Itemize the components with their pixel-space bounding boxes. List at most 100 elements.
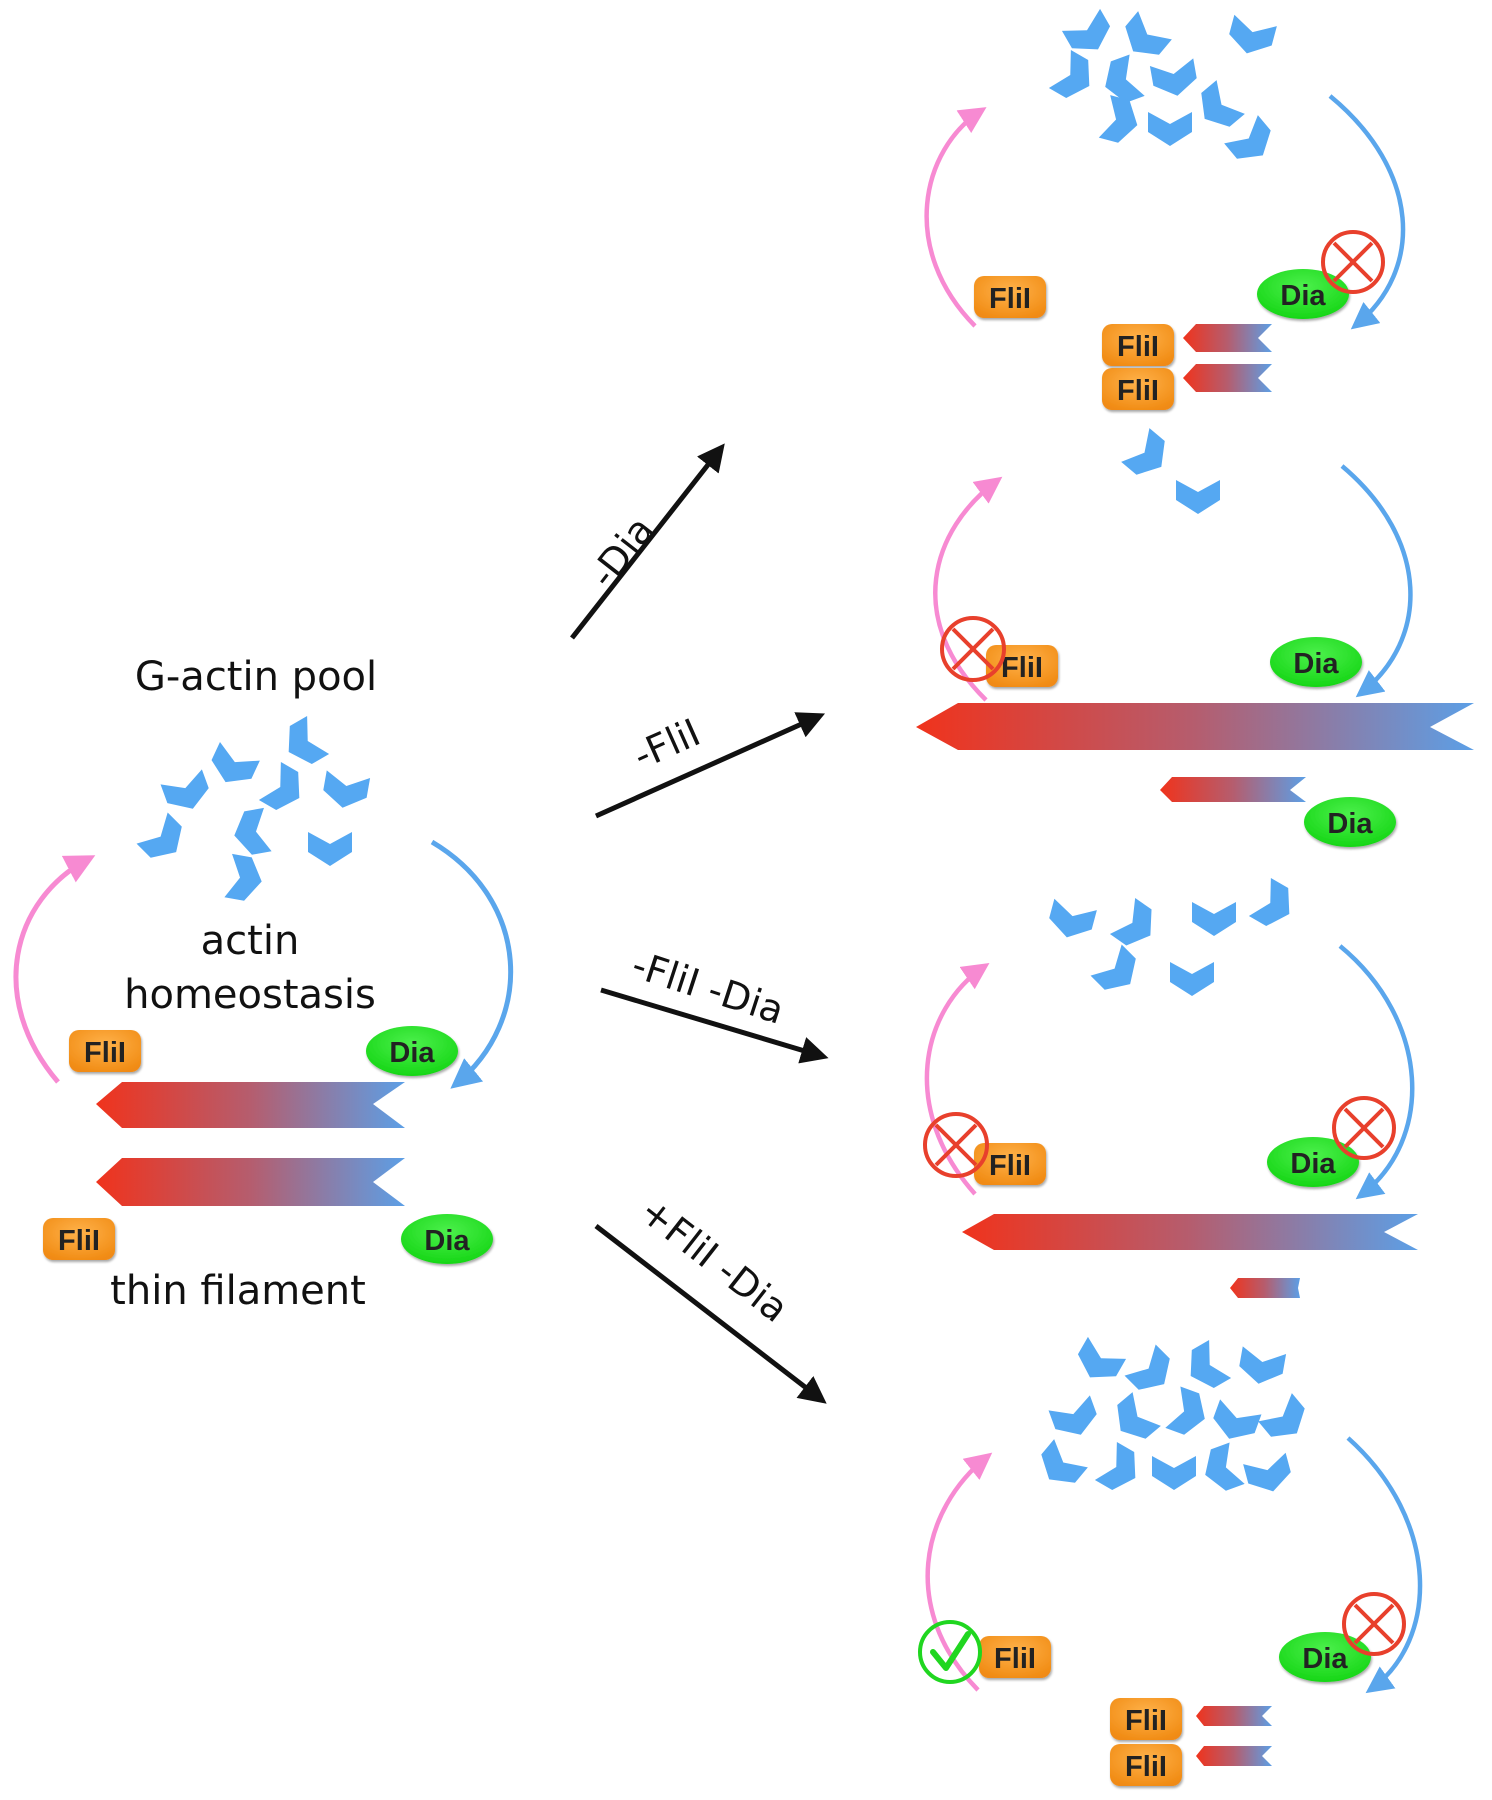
svg-text:FliI: FliI bbox=[84, 1037, 126, 1069]
depolymerization-arrow bbox=[924, 962, 990, 1196]
flii-badge: FliI bbox=[1102, 368, 1174, 410]
actin-monomer bbox=[1152, 1456, 1196, 1490]
actin-monomer bbox=[1070, 1336, 1127, 1389]
polymerization-arrow bbox=[1338, 944, 1415, 1200]
thin-filament bbox=[962, 1214, 1418, 1250]
actin-monomer bbox=[1190, 80, 1245, 136]
thin-filament-label: thin filament bbox=[110, 1268, 366, 1314]
actin-monomer bbox=[224, 853, 266, 904]
actin-monomer bbox=[1098, 95, 1144, 147]
flii-badge: FliI bbox=[974, 1143, 1046, 1185]
transition-arrows: -Dia -FliI -FliI -Dia +FliI -Dia bbox=[570, 443, 829, 1404]
flii-badge: FliI bbox=[979, 1636, 1051, 1678]
panel-2: FliI Dia Dia bbox=[916, 428, 1474, 847]
inhibited-mark bbox=[1332, 1096, 1396, 1160]
transition-label: +FliI -Dia bbox=[632, 1189, 797, 1331]
actin-monomer bbox=[1048, 1395, 1102, 1443]
thin-filament bbox=[1230, 1278, 1300, 1298]
g-actin-pool bbox=[1121, 428, 1220, 514]
actin-monomer bbox=[1236, 1346, 1287, 1388]
panel-4: FliI Dia FliI FliI bbox=[918, 1336, 1423, 1786]
inhibited-mark bbox=[940, 616, 1006, 682]
actin-monomer bbox=[1165, 1386, 1213, 1440]
baseline-panel: G-actin pool actin homeostasis FliI Dia bbox=[13, 654, 514, 1314]
svg-text:Dia: Dia bbox=[1280, 280, 1326, 312]
actin-monomer bbox=[1106, 1392, 1161, 1448]
g-actin-pool bbox=[1045, 877, 1301, 1000]
thin-filament bbox=[1183, 364, 1272, 392]
actin-monomer bbox=[277, 715, 330, 772]
svg-text:FliI: FliI bbox=[989, 1150, 1031, 1182]
panel-1: FliI Dia FliI FliI bbox=[924, 8, 1406, 410]
actin-monomer bbox=[160, 769, 214, 817]
svg-text:FliI: FliI bbox=[1001, 652, 1043, 684]
polymerization-arrow bbox=[1346, 1436, 1423, 1694]
actin-monomer bbox=[1243, 1452, 1295, 1498]
actin-monomer bbox=[258, 761, 311, 818]
actin-monomer bbox=[1045, 898, 1097, 944]
actin-monomer bbox=[1192, 902, 1236, 936]
actin-homeostasis-label-line2: homeostasis bbox=[124, 972, 376, 1018]
actin-monomer bbox=[1109, 897, 1164, 954]
actin-monomer bbox=[308, 832, 352, 866]
actin-monomer bbox=[230, 807, 272, 858]
flii-badge: FliI bbox=[1110, 1744, 1182, 1786]
dia-badge: Dia bbox=[1267, 1137, 1359, 1187]
transition-arrow bbox=[594, 1224, 827, 1404]
actin-homeostasis-label-line1: actin bbox=[201, 918, 300, 964]
actin-monomer bbox=[1208, 1399, 1262, 1447]
svg-text:FliI: FliI bbox=[989, 283, 1031, 315]
actin-monomer bbox=[1148, 112, 1192, 146]
thin-filament bbox=[96, 1158, 405, 1206]
actin-monomer bbox=[1124, 1344, 1180, 1400]
polymerization-arrow bbox=[1328, 94, 1406, 330]
dia-badge: Dia bbox=[1304, 797, 1396, 847]
depolymerization-arrow bbox=[13, 855, 96, 1084]
transition-arrow bbox=[600, 987, 829, 1064]
polymerization-arrow bbox=[1340, 464, 1413, 698]
transition-label: -FliI bbox=[627, 710, 707, 778]
actin-monomer bbox=[1225, 14, 1277, 60]
thin-filament bbox=[1160, 777, 1306, 802]
inhibited-mark bbox=[1342, 1592, 1406, 1656]
actin-monomer bbox=[205, 742, 260, 792]
actin-monomer bbox=[1170, 962, 1214, 996]
actin-monomer bbox=[1090, 944, 1146, 1000]
actin-monomer bbox=[136, 812, 192, 868]
transition-arrow bbox=[594, 712, 826, 819]
dia-badge: Dia bbox=[1257, 269, 1349, 319]
actin-monomer bbox=[320, 770, 371, 812]
thin-filament bbox=[1196, 1746, 1272, 1766]
dia-badge: Dia bbox=[1279, 1632, 1371, 1682]
flii-badge: FliI bbox=[1102, 324, 1174, 366]
svg-text:FliI: FliI bbox=[1117, 331, 1159, 363]
svg-text:FliI: FliI bbox=[1125, 1751, 1167, 1783]
svg-text:Dia: Dia bbox=[1302, 1643, 1348, 1675]
transition-arrow bbox=[570, 443, 725, 640]
svg-text:FliI: FliI bbox=[58, 1225, 100, 1257]
flii-badge: FliI bbox=[43, 1218, 115, 1260]
transition-label: -FliI -Dia bbox=[627, 942, 790, 1032]
inhibited-mark bbox=[1321, 230, 1385, 294]
inhibited-mark bbox=[923, 1112, 989, 1178]
thin-filament bbox=[1183, 324, 1272, 352]
transition-label: -Dia bbox=[581, 508, 663, 596]
actin-monomer bbox=[1258, 1393, 1314, 1448]
dia-badge: Dia bbox=[1270, 637, 1362, 687]
svg-text:Dia: Dia bbox=[1327, 808, 1373, 840]
actin-monomer bbox=[1149, 58, 1200, 100]
actin-monomer bbox=[1048, 49, 1101, 106]
polymerization-arrow bbox=[430, 839, 514, 1089]
svg-text:Dia: Dia bbox=[1290, 1148, 1336, 1180]
svg-text:FliI: FliI bbox=[1117, 375, 1159, 407]
actin-monomer bbox=[1121, 428, 1176, 484]
svg-text:FliI: FliI bbox=[994, 1643, 1036, 1675]
actin-monomer bbox=[1176, 480, 1220, 514]
g-actin-pool bbox=[1032, 1336, 1314, 1498]
g-actin-pool bbox=[1048, 8, 1280, 170]
svg-text:Dia: Dia bbox=[389, 1037, 435, 1069]
actin-monomer bbox=[1248, 877, 1301, 934]
thin-filament bbox=[916, 703, 1474, 750]
panel-3: FliI Dia bbox=[923, 877, 1418, 1298]
